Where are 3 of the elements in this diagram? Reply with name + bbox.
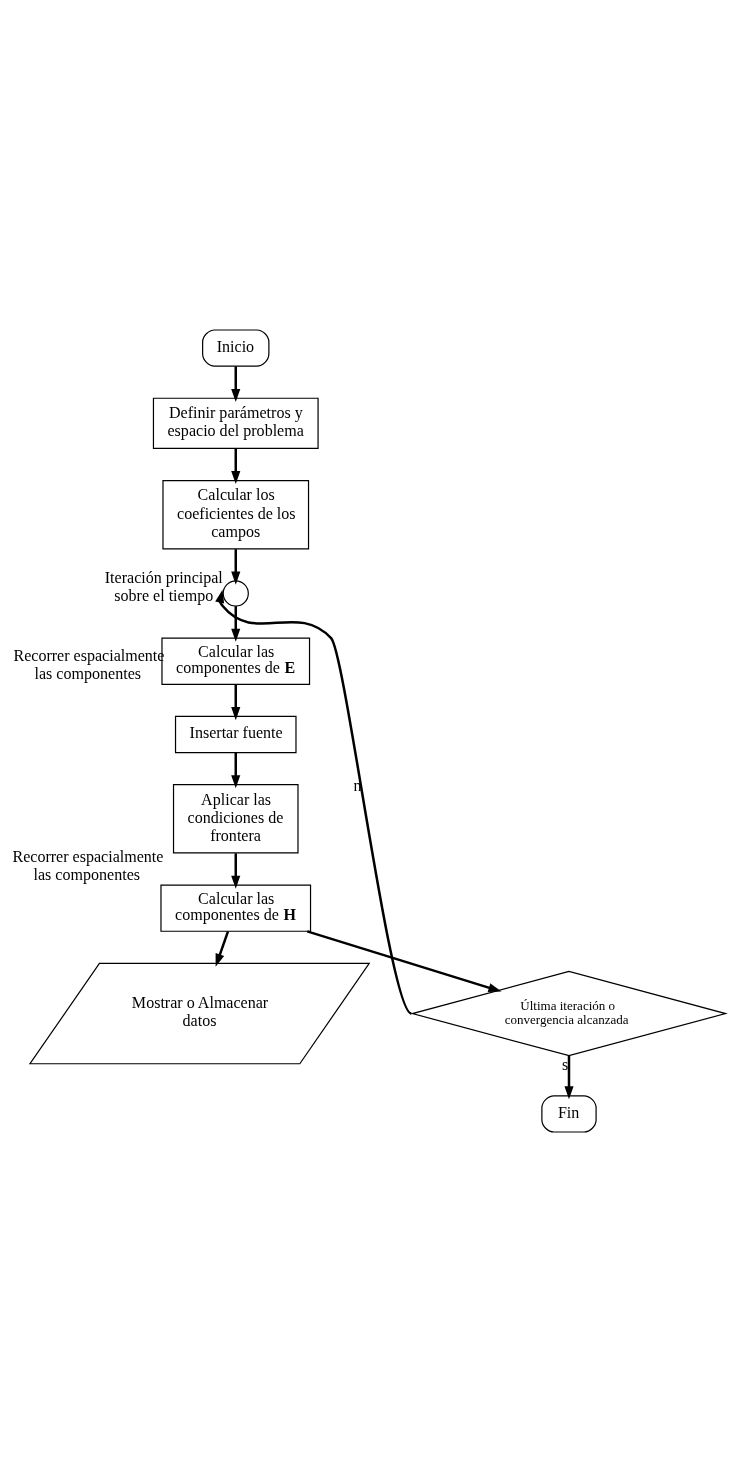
node-label: Recorrer espacialmente las componentes	[12, 847, 164, 883]
edge-label: s	[561, 1055, 569, 1073]
node-label: Iteración principal sobre el tiempo	[104, 568, 223, 604]
